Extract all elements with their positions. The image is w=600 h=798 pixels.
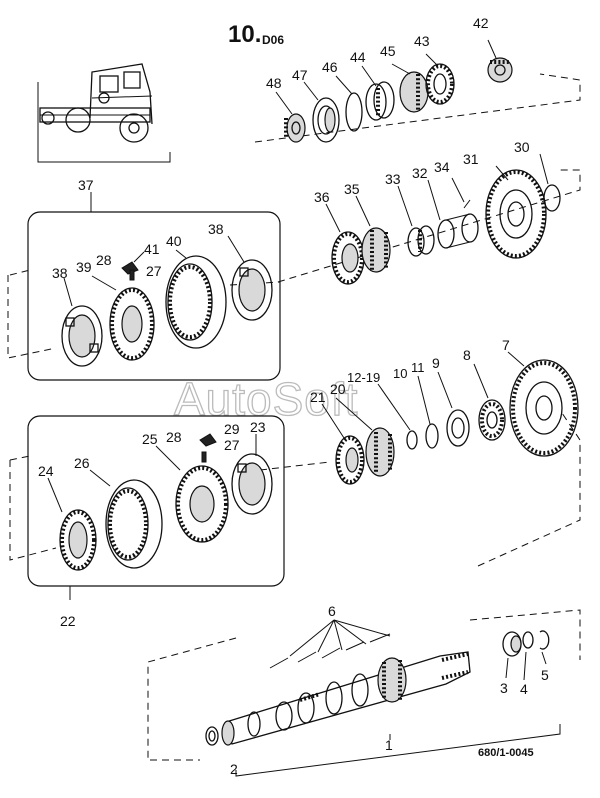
part-48-nut xyxy=(284,113,306,143)
top-parts-row xyxy=(254,39,581,143)
part-7-large-gear xyxy=(509,359,579,457)
group-37-synchronizer-assembly xyxy=(7,192,281,381)
callout-8: 8 xyxy=(463,347,471,363)
truck-locator-thumbnail xyxy=(37,63,171,163)
part-38-blocker-ring-right xyxy=(231,259,273,321)
callout-9: 9 xyxy=(432,355,440,371)
part-43-gear xyxy=(425,63,455,105)
callout-42: 42 xyxy=(473,15,489,31)
part-24-blocker-ring xyxy=(59,509,97,571)
callout-6: 6 xyxy=(328,603,336,619)
callout-23: 23 xyxy=(250,419,266,435)
callout-44: 44 xyxy=(350,49,366,65)
callout-31: 31 xyxy=(463,151,479,167)
part-2-ring xyxy=(205,726,219,746)
part-1-mainshaft xyxy=(221,651,471,746)
callout-1: 1 xyxy=(385,737,393,753)
part-8-bearing xyxy=(478,399,506,441)
part-38-blocker-ring-left xyxy=(61,305,103,367)
part-35-gear xyxy=(361,227,391,273)
callout-29: 29 xyxy=(224,421,240,437)
part-36-synchro-ring xyxy=(331,231,365,285)
callout-21: 21 xyxy=(310,389,326,405)
callout-47: 47 xyxy=(292,67,308,83)
callout-28-lower: 28 xyxy=(166,429,182,445)
callout-27-lower: 27 xyxy=(224,437,240,453)
part-12-19-washer xyxy=(406,430,418,450)
part-39-synchro-hub xyxy=(109,287,155,361)
watermark: AutoSoft xyxy=(174,373,358,425)
callout-45: 45 xyxy=(380,43,396,59)
mainshaft-assembly xyxy=(147,609,581,777)
part-47-bearing xyxy=(312,97,340,143)
part-31-large-gear xyxy=(485,169,547,259)
callout-11: 11 xyxy=(411,360,425,375)
part-4-washer xyxy=(522,631,534,649)
callout-12-19: 12-19 xyxy=(347,370,380,385)
part-21-gear xyxy=(335,435,365,485)
part-25-synchro-hub xyxy=(175,465,229,543)
callout-40: 40 xyxy=(166,233,182,249)
callout-27-upper: 27 xyxy=(146,263,162,279)
callout-26: 26 xyxy=(74,455,90,471)
part-29-shift-key xyxy=(199,433,217,447)
callout-38-right: 38 xyxy=(208,221,224,237)
part-27-spring xyxy=(129,269,135,281)
callout-24: 24 xyxy=(38,463,54,479)
part-42-nut xyxy=(487,57,513,83)
callout-48: 48 xyxy=(266,75,282,91)
callout-33: 33 xyxy=(385,171,401,187)
callout-39: 39 xyxy=(76,259,92,275)
part-34-pin xyxy=(463,199,471,209)
part-26-sleeve xyxy=(105,479,163,569)
part-9-bearing-race xyxy=(446,409,470,447)
callout-labels: 1 2 3 4 5 6 7 8 9 10 11 12-19 20 21 22 2… xyxy=(38,15,549,777)
callout-28-upper: 28 xyxy=(96,252,112,268)
callout-4: 4 xyxy=(520,681,528,697)
diagram-number: 10. xyxy=(228,21,261,48)
part-45-gear xyxy=(399,71,429,113)
callout-20: 20 xyxy=(330,381,346,397)
group-22-synchronizer-assembly xyxy=(9,415,331,600)
part-32-bushing xyxy=(437,213,479,249)
callout-36: 36 xyxy=(314,189,330,205)
callout-22: 22 xyxy=(60,613,76,629)
part-5-circlip xyxy=(539,630,550,650)
drawing-reference: 680/1-0045 xyxy=(478,747,534,759)
diagram-code: D06 xyxy=(262,33,284,47)
part-23-blocker-ring xyxy=(231,453,273,515)
part-27-spring-lower xyxy=(201,451,207,463)
part-11-ring xyxy=(425,423,439,449)
callout-25: 25 xyxy=(142,431,158,447)
part-46-ring xyxy=(345,92,363,132)
part-33-needle-bearing xyxy=(407,225,435,257)
callout-7: 7 xyxy=(502,337,510,353)
callout-43: 43 xyxy=(414,33,430,49)
part-6-keys xyxy=(269,619,391,669)
callout-32: 32 xyxy=(412,165,428,181)
middle-lower-parts-row xyxy=(321,351,581,567)
callout-41: 41 xyxy=(144,241,160,257)
part-30-washer xyxy=(543,184,561,212)
callout-46: 46 xyxy=(322,59,338,75)
callout-3: 3 xyxy=(500,680,508,696)
callout-37: 37 xyxy=(78,177,94,193)
callout-5: 5 xyxy=(541,667,549,683)
callout-38-left: 38 xyxy=(52,265,68,281)
middle-upper-parts-row xyxy=(277,153,581,285)
part-3-bearing xyxy=(502,631,522,657)
part-40-sleeve xyxy=(165,255,227,349)
callout-35: 35 xyxy=(344,181,360,197)
part-44-needle-bearing xyxy=(365,81,395,121)
callout-34: 34 xyxy=(434,159,450,175)
mainshaft-gear-teeth xyxy=(377,657,407,703)
callout-30: 30 xyxy=(514,139,530,155)
part-20-gear xyxy=(365,427,395,477)
callout-2: 2 xyxy=(230,761,238,777)
callout-10: 10 xyxy=(393,366,407,381)
